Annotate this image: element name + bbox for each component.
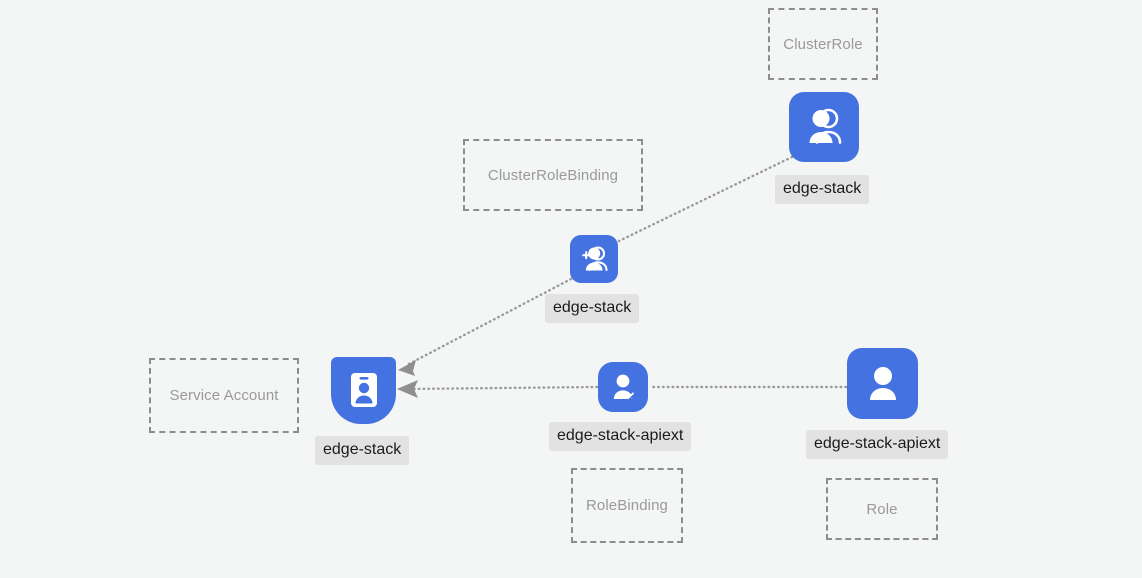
person-icon[interactable] xyxy=(847,348,918,419)
kind-box-clusterrolebinding: ClusterRoleBinding xyxy=(463,139,643,211)
kind-box-role: Role xyxy=(826,478,938,540)
person-edit-icon[interactable] xyxy=(598,362,648,412)
kind-box-label: Service Account xyxy=(169,387,279,404)
kind-box-serviceaccount: Service Account xyxy=(149,358,299,433)
arrowhead-to-serviceaccount-lower xyxy=(397,380,418,398)
node-label-clusterrole: edge-stack xyxy=(775,175,870,204)
kind-box-label: RoleBinding xyxy=(586,497,668,514)
kind-box-label: Role xyxy=(866,500,898,518)
node-label-clusterrolebinding: edge-stack xyxy=(545,294,640,323)
node-label-rolebinding: edge-stack-apiext xyxy=(549,422,692,451)
kind-box-label: ClusterRole xyxy=(783,35,863,53)
node-label-serviceaccount: edge-stack xyxy=(315,436,410,465)
node-label-role: edge-stack-apiext xyxy=(806,430,949,459)
kind-box-label: ClusterRoleBinding xyxy=(487,166,619,184)
arrowhead-to-serviceaccount-upper xyxy=(398,360,416,376)
person-add-icon[interactable] xyxy=(570,235,618,283)
edge-clusterrole-to-clusterrolebinding xyxy=(617,155,794,243)
kind-box-rolebinding: RoleBinding xyxy=(571,468,683,543)
edge-rolebinding-to-serviceaccount xyxy=(407,385,599,391)
group-people-icon[interactable] xyxy=(789,92,859,162)
kind-box-clusterrole: ClusterRole xyxy=(768,8,878,80)
id-badge-icon[interactable] xyxy=(331,357,396,424)
